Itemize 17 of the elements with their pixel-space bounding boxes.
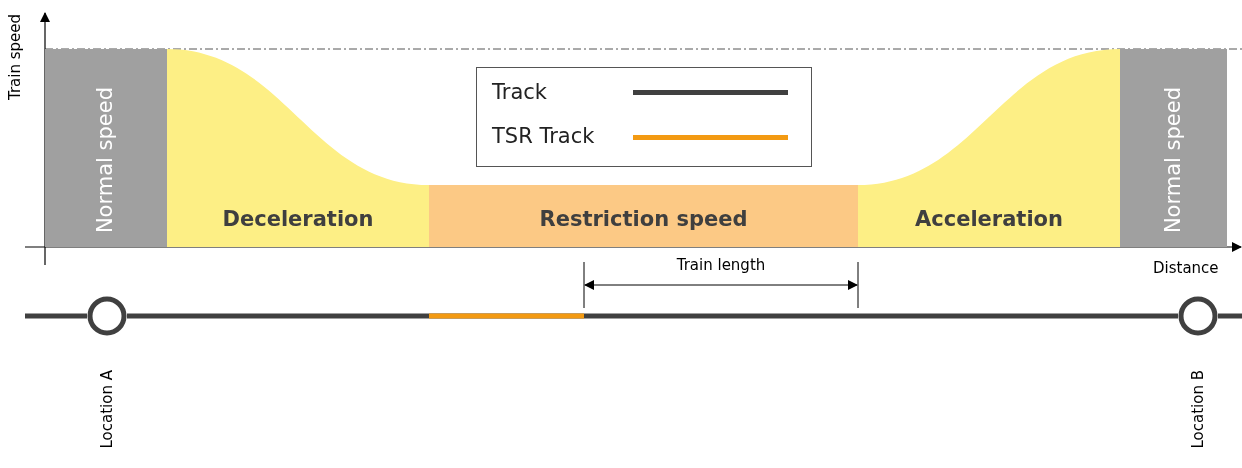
station-label: Location B — [1189, 370, 1207, 449]
zone-label: Normal speed — [93, 86, 117, 233]
normal-speed-zone — [45, 49, 167, 247]
normal-speed-zone — [1120, 49, 1227, 247]
zone-label: Normal speed — [1160, 86, 1185, 233]
zone-label: Restriction speed — [538, 207, 749, 231]
axis-label: Train speed — [6, 14, 24, 101]
station-label: Location A — [98, 370, 116, 449]
zone-label: Acceleration — [914, 207, 1064, 231]
dimension-label: Train length — [675, 256, 767, 274]
legend-label: Track — [492, 80, 547, 104]
restriction-speed-zone — [429, 185, 858, 247]
deceleration-zone — [167, 49, 429, 247]
axis-label: Distance — [1153, 259, 1219, 277]
zone-label: Deceleration — [221, 207, 375, 231]
acceleration-zone — [858, 49, 1120, 247]
legend-label: TSR Track — [492, 124, 595, 148]
